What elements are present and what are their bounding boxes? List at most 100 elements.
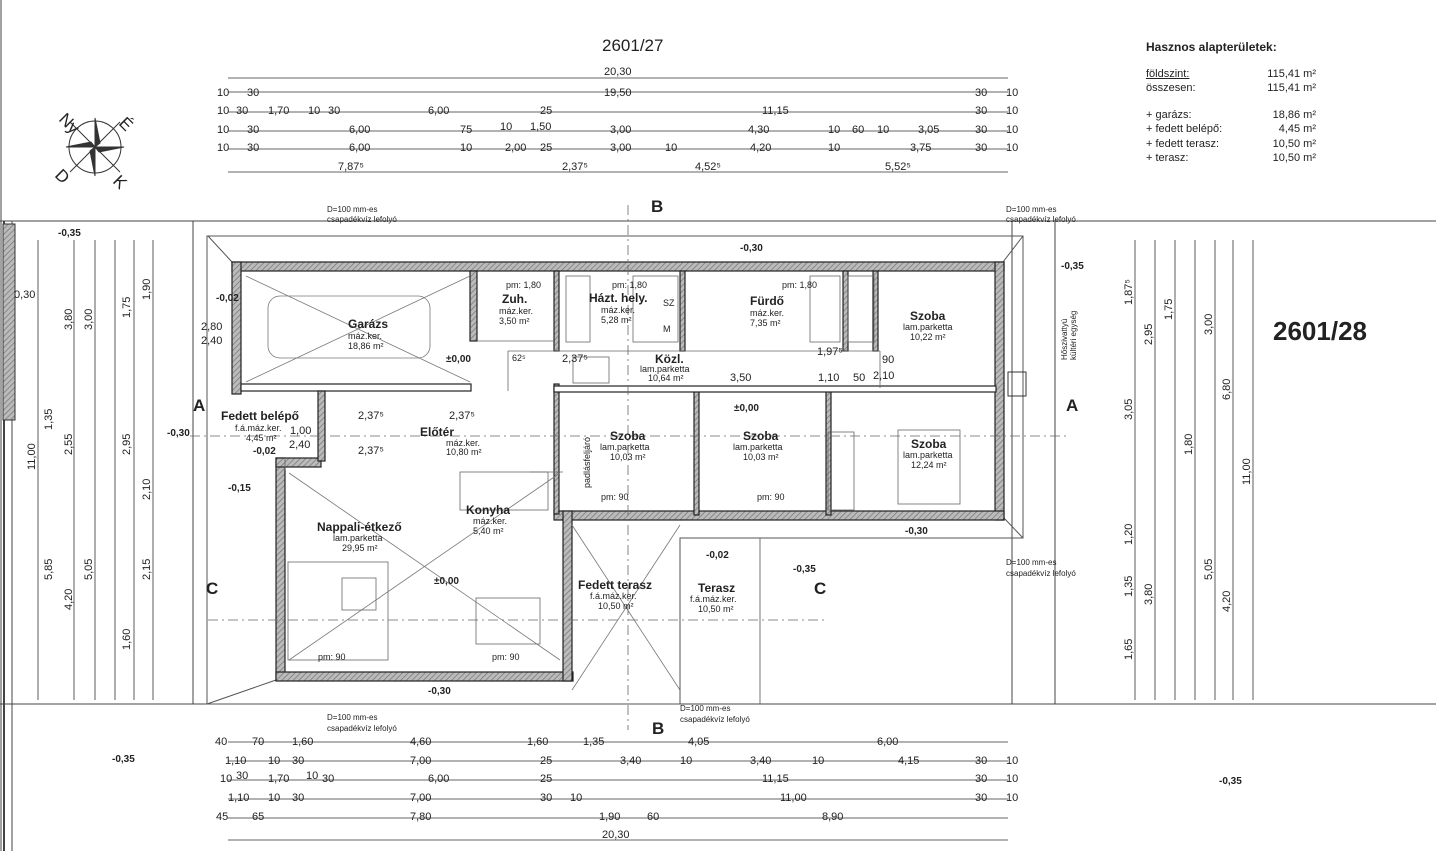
room-partitions <box>284 275 961 661</box>
area-summary: Hasznos alapterületek: földszint:115,41 … <box>1146 40 1316 166</box>
dim-top-row4-7: 4,30 <box>748 124 769 136</box>
opening-110: 1,10 <box>818 372 839 384</box>
opening-szoba2: pm: 90 <box>601 492 629 502</box>
dim-top-row3-3: 10 <box>308 105 320 117</box>
opening-240: 2,40 <box>289 439 310 451</box>
room-garazs: Garázs máz.ker. 18,86 m² <box>348 317 388 351</box>
parcel-north: 2601/27 <box>602 36 663 55</box>
dim-top-row4-10: 10 <box>877 124 889 136</box>
dim-right-13: 1,75 <box>1163 299 1175 320</box>
room-fedett-belepo: Fedett belépő f.á.máz.ker. 4,45 m² <box>221 409 299 443</box>
dim-bot-row2-5: 3,40 <box>620 755 641 767</box>
drain-line2: csapadékvíz lefolyó <box>1006 215 1076 224</box>
dim-left-3: 2,55 <box>63 434 75 455</box>
dim-left-2: 4,20 <box>63 589 75 610</box>
room-name: Közl. <box>655 352 684 366</box>
drain-line2: csapadékvíz lefolyó <box>327 215 397 224</box>
dim-bot-row2-10: 30 <box>975 755 987 767</box>
room-name: Szoba <box>743 429 779 443</box>
dim-top-row5-5: 25 <box>540 142 552 154</box>
level-west: -0,30 <box>167 428 190 439</box>
room-szoba-4: Szoba lam.parketta 12,24 m² <box>903 437 953 470</box>
room-konyha: Konyha máz.ker. 5,40 m² <box>466 503 510 536</box>
dim-bot-row2-4: 25 <box>540 755 552 767</box>
room-floor: máz.ker. <box>473 516 507 526</box>
dim-bot-row3-1: 30 <box>236 770 248 782</box>
summary-value: 10,50 m² <box>1272 137 1316 150</box>
dim-top-row4-5: 1,50 <box>530 121 551 133</box>
level-nappali: ±0,00 <box>434 576 459 587</box>
level-south: -0,30 <box>428 686 451 697</box>
dim-top-row4-13: 10 <box>1006 124 1018 136</box>
room-name: Előtér <box>420 425 454 439</box>
room-area: 10,22 m² <box>910 332 946 342</box>
dim-bot-row2-6: 10 <box>680 755 692 767</box>
room-area: 10,50 m² <box>598 601 634 611</box>
level-ne: -0,35 <box>1061 261 1084 272</box>
opening-90: 90 <box>882 354 894 366</box>
room-haztartasi: Házt. hely. máz.ker. 5,28 m² <box>589 291 647 325</box>
dim-bot-row5-5: 8,90 <box>822 811 843 823</box>
north-compass <box>65 117 125 177</box>
drain-note-se: D=100 mm-es csapadékvíz lefolyó <box>1006 558 1076 578</box>
room-terasz: Terasz f.á.máz.ker. 10,50 m² <box>690 581 737 614</box>
dim-bot-row1-6: 4,05 <box>688 736 709 748</box>
dim-bot-row2-7: 3,40 <box>750 755 771 767</box>
room-area: 10,03 m² <box>743 452 779 462</box>
section-a-left: A <box>193 396 205 415</box>
dim-right-4: 3,00 <box>1203 314 1215 335</box>
dim-left-7: 5,05 <box>83 559 95 580</box>
dim-top-row4-12: 30 <box>975 124 987 136</box>
dim-top-row5-9: 10 <box>828 142 840 154</box>
dim-right-3: 3,05 <box>1123 399 1135 420</box>
dim-bot-row5-2: 7,80 <box>410 811 431 823</box>
dim-bot-row2-0: 1,10 <box>225 755 246 767</box>
dim-left-8: 1,90 <box>141 279 153 300</box>
opening-237b: 2,37⁵ <box>358 410 384 422</box>
dim-top-row5-8: 4,20 <box>750 142 771 154</box>
room-name: Szoba <box>910 309 946 323</box>
dim-top-row3-1: 30 <box>236 105 248 117</box>
right-dimensions: 11,00 6,80 4,20 3,05 3,00 5,05 1,87⁵ 2,9… <box>1123 279 1253 660</box>
section-c-left: C <box>206 579 218 598</box>
dim-top-row3-4: 30 <box>328 105 340 117</box>
dim-top-row5-12: 10 <box>1006 142 1018 154</box>
drain-line1: D=100 mm-es <box>1006 558 1056 567</box>
opening-210: 2,10 <box>873 370 894 382</box>
room-floor: máz.ker. <box>446 438 480 448</box>
dim-bot-row3-3: 10 <box>306 770 318 782</box>
room-area: 18,86 m² <box>348 341 384 351</box>
room-zuhany: Zuh. máz.ker. 3,50 m² <box>499 292 533 326</box>
dim-bot-row4-3: 7,00 <box>410 792 431 804</box>
dim-bot-row4-2: 30 <box>292 792 304 804</box>
level-sw: -0,35 <box>112 754 135 765</box>
drain-line1: D=100 mm-es <box>327 713 377 722</box>
summary-row: + fedett belépő:4,45 m² <box>1146 122 1316 137</box>
dim-right-2: 4,20 <box>1221 591 1233 612</box>
level-nw: -0,35 <box>58 228 81 239</box>
opening-furdo: pm: 1,80 <box>782 280 817 290</box>
dim-left-6: 3,00 <box>83 309 95 330</box>
dim-right-11: 1,35 <box>1123 576 1135 597</box>
dim-top-row4-6: 3,00 <box>610 124 631 136</box>
room-floor: lam.parketta <box>903 322 953 332</box>
dim-bot-row5-4: 60 <box>647 811 659 823</box>
summary-row: összesen:115,41 m² <box>1146 81 1316 96</box>
opening-szoba3: pm: 90 <box>757 492 785 502</box>
left-dimensions: 11,00 5,85 4,20 2,55 3,80 1,35 3,00 5,05… <box>26 279 153 650</box>
drain-note-b: D=100 mm-es csapadékvíz lefolyó <box>680 704 750 724</box>
dim-right-9: 3,80 <box>1143 584 1155 605</box>
dim-left-0: 11,00 <box>26 443 38 470</box>
compass-e: É <box>115 113 136 134</box>
room-szoba-3: Szoba lam.parketta 10,03 m² <box>733 429 783 462</box>
room-floor: lam.parketta <box>733 442 783 452</box>
summary-label: + garázs: <box>1146 108 1192 121</box>
room-name: Fürdő <box>750 294 784 308</box>
dim-top-row4-3: 75 <box>460 124 472 136</box>
dim-top-row4-8: 10 <box>828 124 840 136</box>
dim-top-row3-5: 6,00 <box>428 105 449 117</box>
room-floor: lam.parketta <box>903 450 953 460</box>
drain-line1: D=100 mm-es <box>680 704 730 713</box>
room-area: 3,50 m² <box>499 316 530 326</box>
drain-line2: csapadékvíz lefolyó <box>680 715 750 724</box>
